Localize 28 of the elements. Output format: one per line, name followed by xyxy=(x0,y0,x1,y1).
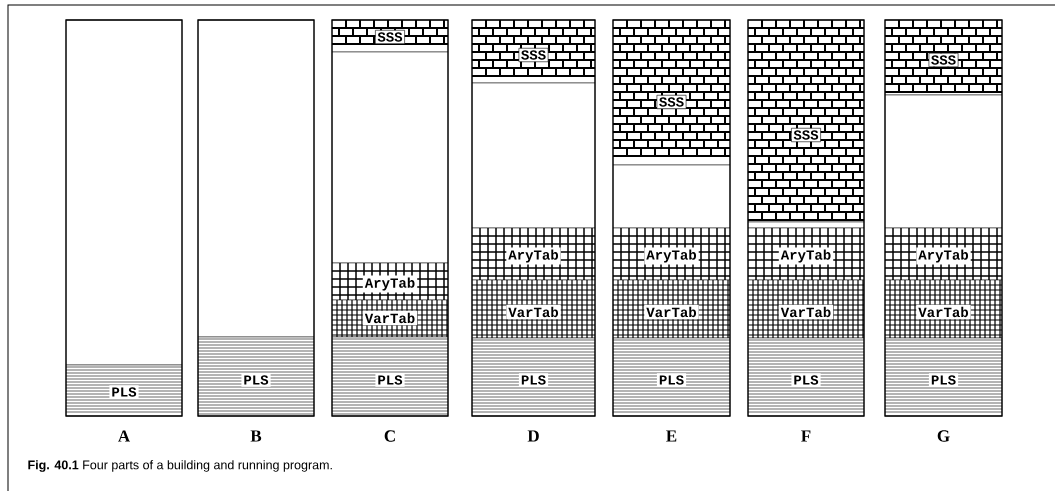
brick-segment: SSS xyxy=(331,19,449,53)
grid-segment: VarTab xyxy=(331,299,449,338)
brick-segment: SSS xyxy=(471,19,596,84)
striped-segment: PLS xyxy=(471,337,596,417)
column-letter: D xyxy=(527,430,539,442)
column-letter: B xyxy=(250,430,262,442)
grid-segment: VarTab xyxy=(884,279,1003,339)
striped-segment: PLS xyxy=(65,364,183,417)
brick-segment: SSS xyxy=(884,19,1003,96)
dotted-segment: AryTab xyxy=(884,227,1003,281)
striped-segment: PLS xyxy=(747,337,865,417)
column-letter: E xyxy=(666,430,677,442)
figure-caption: Fig. 40.1 Four parts of a building and running program. xyxy=(28,460,332,472)
column-letter: F xyxy=(801,430,811,442)
grid-segment: VarTab xyxy=(747,279,865,339)
grid-segment: VarTab xyxy=(612,279,731,339)
striped-segment: PLS xyxy=(612,337,731,417)
column-letter: G xyxy=(937,430,950,442)
empty-segment xyxy=(747,221,865,229)
column-letter: C xyxy=(384,430,395,442)
dotted-segment: AryTab xyxy=(331,262,449,301)
striped-segment: PLS xyxy=(197,336,315,417)
striped-segment: PLS xyxy=(884,337,1003,417)
dotted-segment: AryTab xyxy=(612,227,731,281)
empty-segment xyxy=(612,164,731,229)
grid-segment: VarTab xyxy=(471,279,596,339)
column-letter: A xyxy=(118,430,130,442)
dotted-segment: AryTab xyxy=(471,227,596,281)
